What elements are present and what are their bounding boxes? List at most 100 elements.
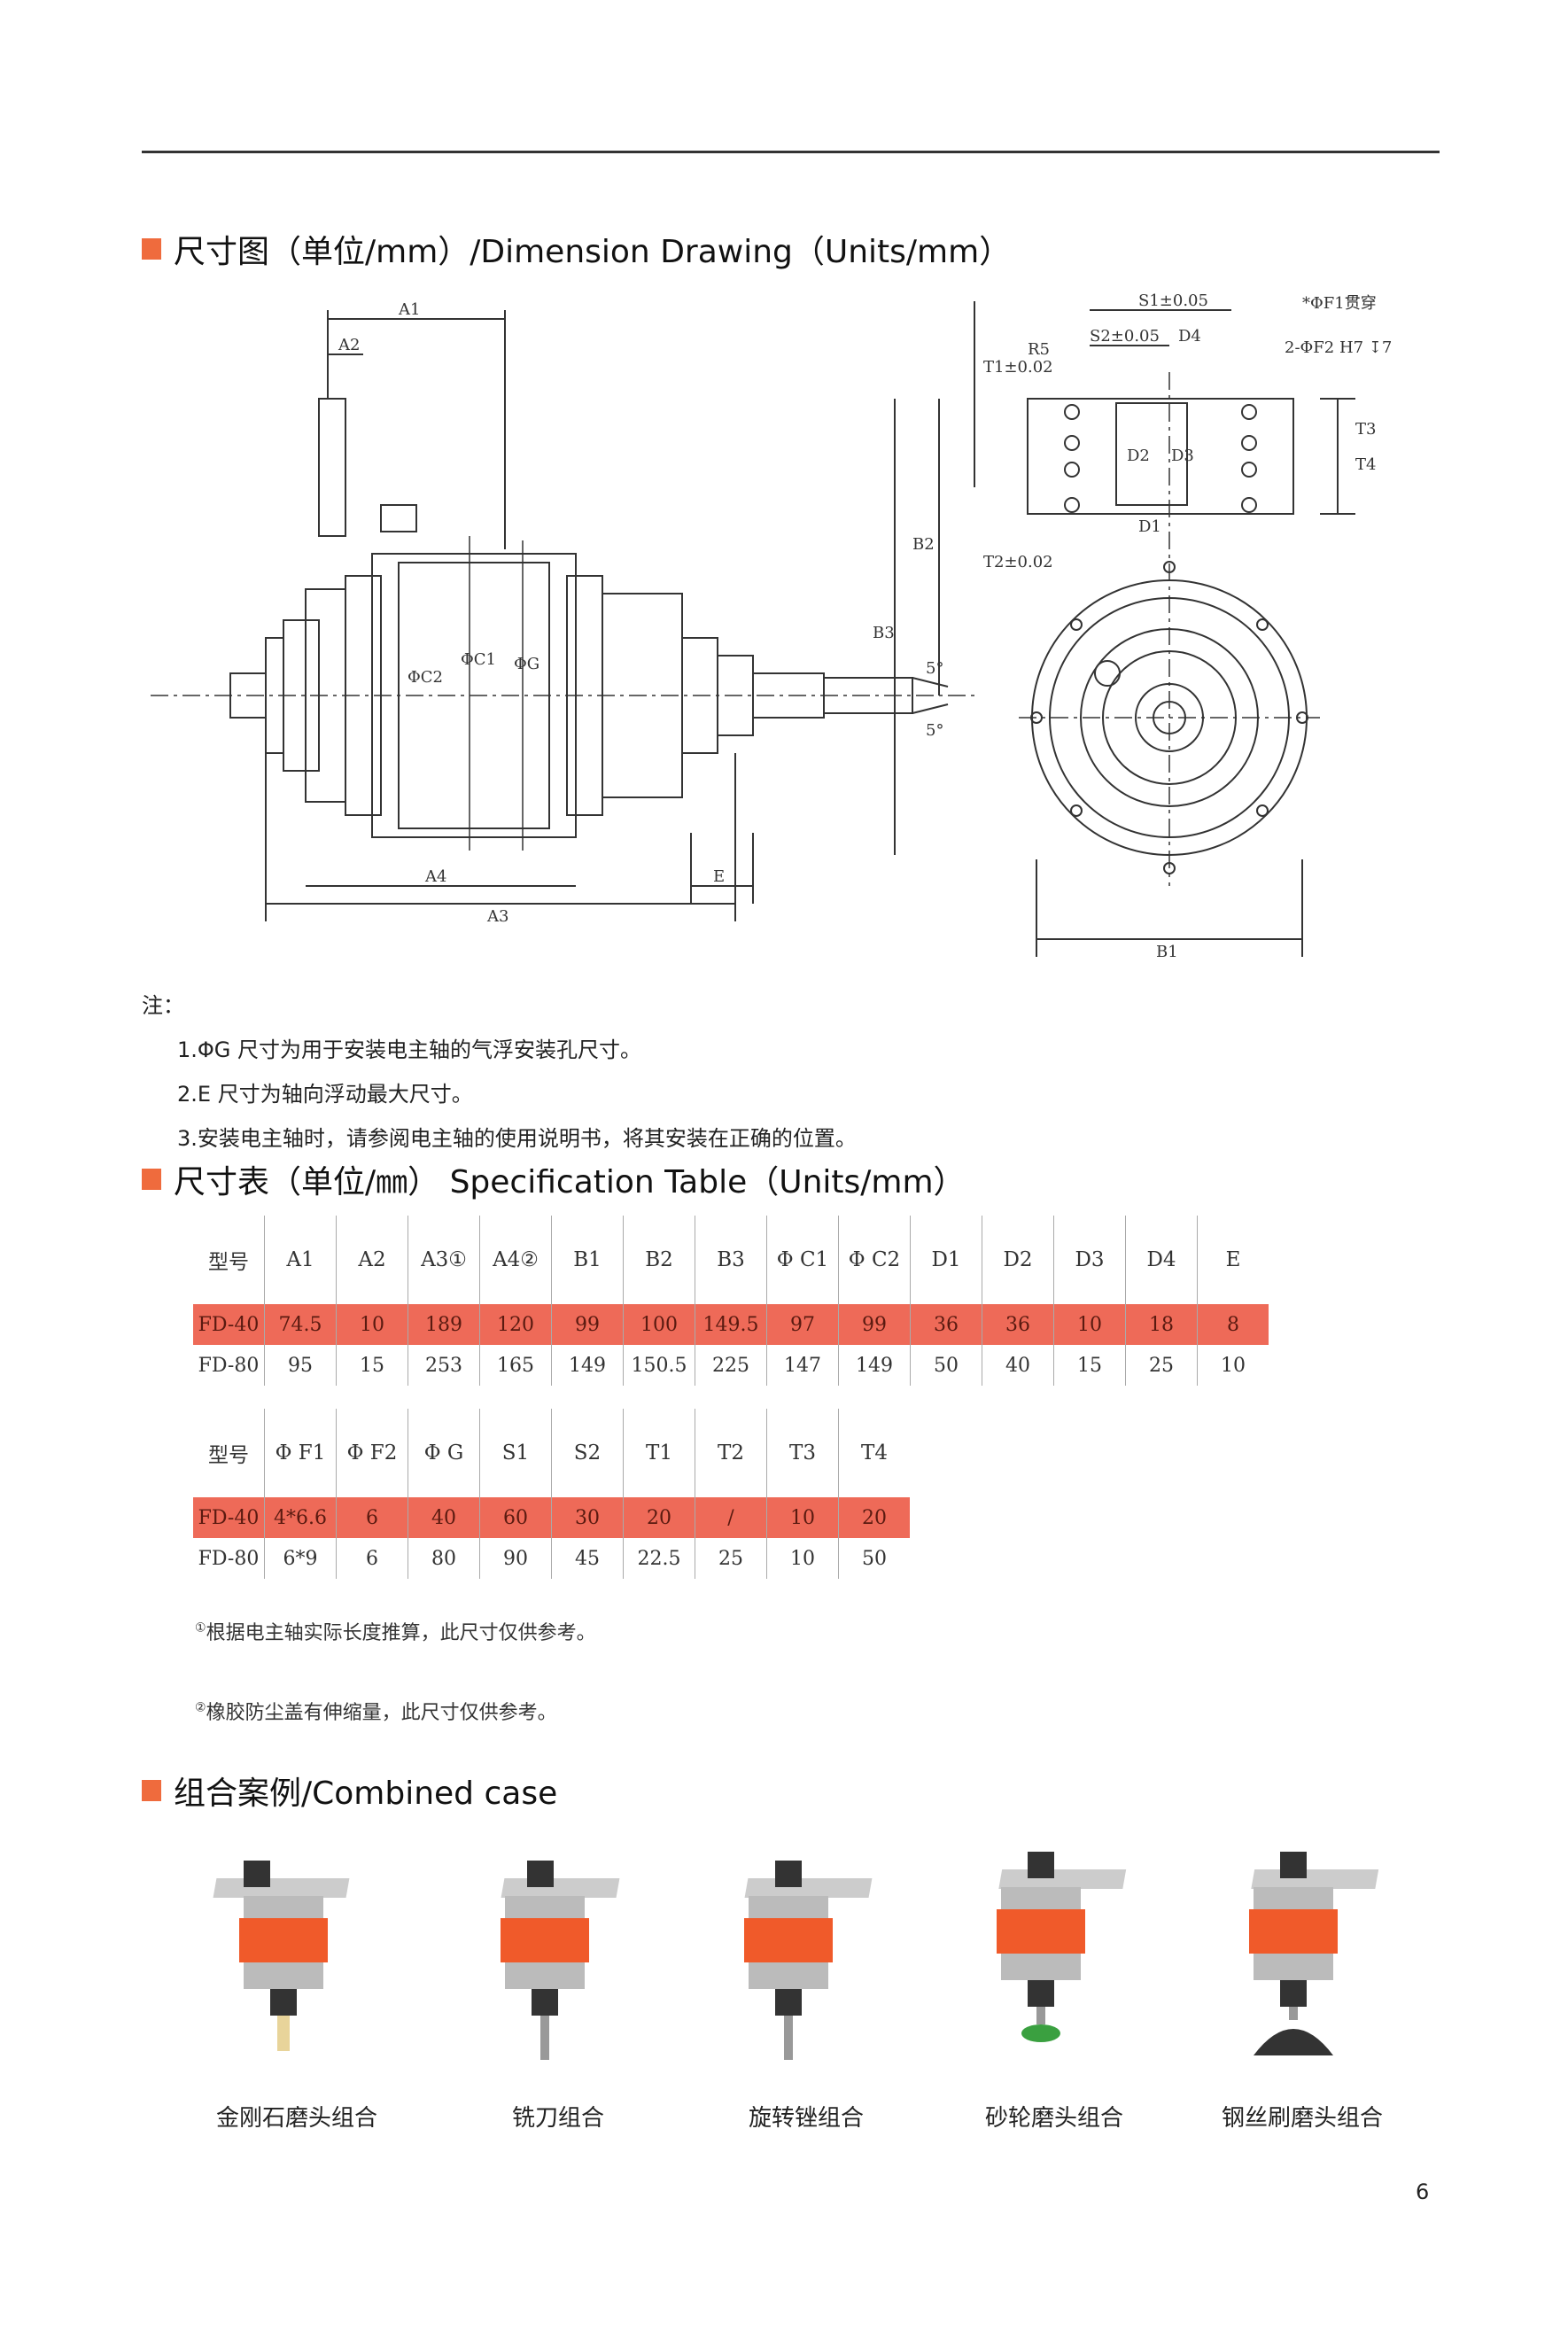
cell: 36 xyxy=(910,1304,982,1345)
section-specification-table: 尺寸表（单位/㎜） Specification Table（Units/mm） xyxy=(142,1156,966,1202)
case-caption-1: 金刚石磨头组合 xyxy=(215,2105,377,2132)
case-caption-5: 钢丝刷磨头组合 xyxy=(1221,2105,1383,2132)
label-A4: A4 xyxy=(424,867,446,886)
table-header-row: 型号 A1 A2 A3① A4② B1 B2 B3 Φ C1 Φ C2 D1 D… xyxy=(193,1216,1269,1304)
cell: 99 xyxy=(551,1304,624,1345)
cell: 40 xyxy=(982,1345,1054,1386)
cell: 10 xyxy=(336,1304,408,1345)
section-title: 尺寸表（单位/㎜） Specification Table（Units/mm） xyxy=(174,1164,966,1200)
section-marker-icon xyxy=(142,1780,161,1801)
header-cell: Φ F2 xyxy=(336,1409,408,1497)
header-cell: T4 xyxy=(838,1409,910,1497)
case-caption-3: 旋转锉组合 xyxy=(748,2105,864,2132)
label-S1: S1±0.05 xyxy=(1138,291,1208,310)
label-D1: D1 xyxy=(1138,517,1161,536)
header-cell: Φ C2 xyxy=(838,1216,911,1304)
cell: 4*6.6 xyxy=(264,1497,337,1538)
table-row: FD-80 6*9 6 80 90 45 22.5 25 10 50 xyxy=(193,1538,910,1579)
cell: 225 xyxy=(695,1345,767,1386)
header-cell: A2 xyxy=(336,1216,408,1304)
cell: 74.5 xyxy=(264,1304,337,1345)
cell: 10 xyxy=(766,1497,839,1538)
product-image-grinding-wheel xyxy=(997,1852,1127,2042)
cell: 18 xyxy=(1125,1304,1198,1345)
cell: 149 xyxy=(551,1345,624,1386)
cell: FD-80 xyxy=(198,1354,260,1377)
header-cell: E xyxy=(1197,1216,1269,1304)
cell: 97 xyxy=(766,1304,839,1345)
header-cell: A4② xyxy=(479,1216,552,1304)
header-cell: B3 xyxy=(695,1216,767,1304)
cell: FD-80 xyxy=(198,1547,260,1570)
cell: 40 xyxy=(408,1497,480,1538)
label-A3: A3 xyxy=(486,907,508,926)
cell: 50 xyxy=(838,1538,910,1579)
cell: 10 xyxy=(1197,1345,1269,1386)
cell: 10 xyxy=(766,1538,839,1579)
note-item-2: 2.E 尺寸为轴向浮动最大尺寸。 xyxy=(177,1082,473,1107)
cell: 6 xyxy=(336,1538,408,1579)
header-cell: T1 xyxy=(623,1409,695,1497)
label-phiG: ΦG xyxy=(514,655,539,673)
section-combined-case: 组合案例/Combined case xyxy=(142,1768,557,1814)
label-S2: S2±0.05 xyxy=(1090,327,1160,346)
cell: 25 xyxy=(1125,1345,1198,1386)
label-A1: A1 xyxy=(398,300,420,319)
footnote-2: ②橡胶防尘盖有伸缩量，此尺寸仅供参考。 xyxy=(195,1697,557,1725)
cell: 8 xyxy=(1197,1304,1269,1345)
header-cell: D3 xyxy=(1053,1216,1126,1304)
cell: 147 xyxy=(766,1345,839,1386)
header-cell: S1 xyxy=(479,1409,552,1497)
cell: 25 xyxy=(695,1538,767,1579)
cell: 100 xyxy=(623,1304,695,1345)
label-D2: D2 xyxy=(1127,447,1150,465)
spec-table-2: 型号 Φ F1 Φ F2 Φ G S1 S2 T1 T2 T3 T4 FD-40… xyxy=(193,1409,910,1579)
section-marker-icon xyxy=(142,1169,161,1190)
section-title: 尺寸图（单位/mm）/Dimension Drawing（Units/mm） xyxy=(174,234,1012,270)
header-cell: Φ G xyxy=(408,1409,480,1497)
dimension-drawing: A1 A2 A3 A4 E ΦC2 ΦC1 ΦG 5° 5° S1±0.05 S… xyxy=(151,291,1392,961)
section-dimension-drawing: 尺寸图（单位/mm）/Dimension Drawing（Units/mm） xyxy=(142,226,1011,272)
cell: 45 xyxy=(551,1538,624,1579)
cell: / xyxy=(695,1497,767,1538)
label-angle-1: 5° xyxy=(926,659,943,678)
cell: 50 xyxy=(910,1345,982,1386)
note-item-3: 3.安装电主轴时，请参阅电主轴的使用说明书，将其安装在正确的位置。 xyxy=(177,1126,857,1151)
case-caption-4: 砂轮磨头组合 xyxy=(984,2105,1123,2132)
header-cell: D1 xyxy=(910,1216,982,1304)
label-angle-2: 5° xyxy=(926,721,943,740)
cell: 149 xyxy=(838,1345,911,1386)
cell: 6 xyxy=(336,1497,408,1538)
header-cell: S2 xyxy=(551,1409,624,1497)
cell: 30 xyxy=(551,1497,624,1538)
header-cell: D4 xyxy=(1125,1216,1198,1304)
cell: 90 xyxy=(479,1538,552,1579)
cell: FD-40 xyxy=(193,1497,265,1538)
header-cell: 型号 xyxy=(208,1444,249,1467)
header-cell: B1 xyxy=(551,1216,624,1304)
cell: 253 xyxy=(408,1345,480,1386)
label-phiC1: ΦC1 xyxy=(461,650,496,669)
cell: FD-40 xyxy=(193,1304,265,1345)
header-cell: A3① xyxy=(408,1216,480,1304)
table-row: FD-80 95 15 253 165 149 150.5 225 147 14… xyxy=(193,1345,1269,1386)
label-T2: T2±0.02 xyxy=(983,553,1053,571)
cell: 120 xyxy=(479,1304,552,1345)
label-D3: D3 xyxy=(1171,447,1194,465)
product-image-diamond xyxy=(213,1861,350,2051)
cell: 6*9 xyxy=(264,1538,337,1579)
table-row: FD-40 74.5 10 189 120 99 100 149.5 97 99… xyxy=(193,1304,1269,1345)
cell: 20 xyxy=(623,1497,695,1538)
label-E: E xyxy=(713,867,725,886)
header-cell: Φ C1 xyxy=(766,1216,839,1304)
label-F1: *ΦF1贯穿 xyxy=(1302,294,1377,313)
cell: 165 xyxy=(479,1345,552,1386)
section-title: 组合案例/Combined case xyxy=(174,1775,558,1812)
notes-header: 注： xyxy=(142,993,184,1018)
spec-table-1: 型号 A1 A2 A3① A4② B1 B2 B3 Φ C1 Φ C2 D1 D… xyxy=(193,1216,1269,1386)
table-row: FD-40 4*6.6 6 40 60 30 20 / 10 20 xyxy=(193,1497,910,1538)
cell: 20 xyxy=(838,1497,910,1538)
header-cell: Φ F1 xyxy=(264,1409,337,1497)
table-header-row: 型号 Φ F1 Φ F2 Φ G S1 S2 T1 T2 T3 T4 xyxy=(193,1409,910,1497)
cell: 36 xyxy=(982,1304,1054,1345)
